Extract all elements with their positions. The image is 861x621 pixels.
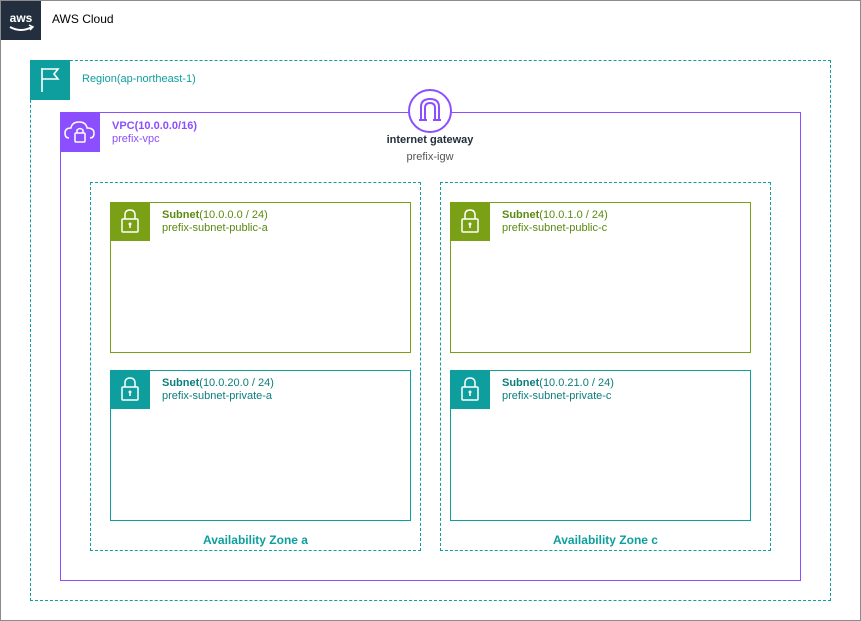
subnet-public-a-name: prefix-subnet-public-a — [162, 222, 268, 234]
cloud-lock-icon — [60, 112, 100, 152]
subnet-public-c-name: prefix-subnet-public-c — [502, 222, 608, 234]
subnet-private-a-name: prefix-subnet-private-a — [162, 390, 273, 402]
availability-zone-a — [90, 182, 421, 551]
subnet-public-c-title: Subnet(10.0.1.0 / 24) — [502, 209, 608, 221]
subnet-cidr: (10.0.1.0 / 24) — [539, 209, 608, 221]
aws-logo-icon: aws — [1, 1, 41, 40]
subnet-private-c — [450, 370, 751, 521]
subnet-private-c-title: Subnet(10.0.21.0 / 24) — [502, 377, 614, 389]
flag-icon — [30, 60, 70, 100]
availability-zone-c-label: Availability Zone c — [553, 533, 658, 547]
subnet-public-a-title: Subnet(10.0.0.0 / 24) — [162, 209, 268, 221]
igw-title: internet gateway — [386, 134, 474, 146]
subnet-kind: Subnet — [502, 377, 540, 389]
gateway-arch-icon — [407, 88, 453, 134]
region-label: Region(ap-northeast-1) — [82, 73, 196, 85]
vpc-title: VPC(10.0.0.0/16) — [112, 120, 197, 132]
svg-text:aws: aws — [10, 11, 33, 25]
subnet-private-c-name: prefix-subnet-private-c — [502, 390, 612, 402]
lock-icon — [110, 370, 150, 409]
subnet-cidr: (10.0.0.0 / 24) — [199, 209, 268, 221]
lock-icon — [110, 202, 150, 241]
aws-cloud-title: AWS Cloud — [52, 12, 114, 26]
subnet-public-c — [450, 202, 751, 353]
subnet-kind: Subnet — [162, 377, 200, 389]
subnet-kind: Subnet — [162, 209, 200, 221]
availability-zone-a-label: Availability Zone a — [203, 533, 308, 547]
availability-zone-c — [440, 182, 771, 551]
subnet-private-a-title: Subnet(10.0.20.0 / 24) — [162, 377, 274, 389]
lock-icon — [450, 202, 490, 241]
subnet-cidr: (10.0.21.0 / 24) — [539, 377, 614, 389]
subnet-cidr: (10.0.20.0 / 24) — [199, 377, 274, 389]
subnet-private-a — [110, 370, 411, 521]
vpc-name: prefix-vpc — [112, 133, 160, 145]
igw-name: prefix-igw — [406, 151, 454, 163]
subnet-public-a — [110, 202, 411, 353]
region-group — [30, 60, 831, 601]
lock-icon — [450, 370, 490, 409]
subnet-kind: Subnet — [502, 209, 540, 221]
